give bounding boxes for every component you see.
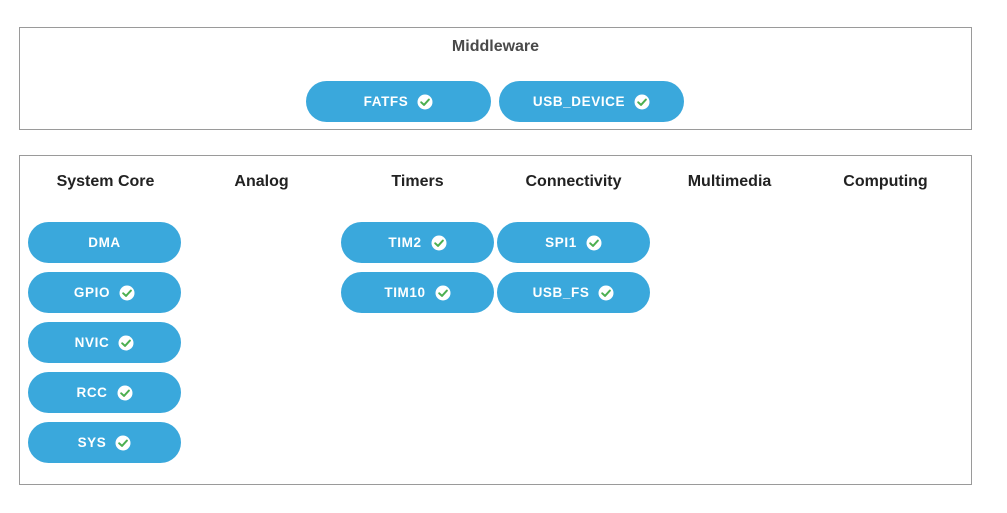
column-header-connectivity[interactable]: Connectivity <box>525 173 622 190</box>
system-core-nvic-button[interactable]: NVIC <box>28 322 181 363</box>
system-core-rcc-button[interactable]: RCC <box>28 372 181 413</box>
pill-label: NVIC <box>74 335 110 350</box>
pill-label: DMA <box>88 235 121 250</box>
check-circle-icon <box>117 385 133 401</box>
middleware-fatfs-button[interactable]: FATFS <box>306 81 491 122</box>
timers-tim2-button[interactable]: TIM2 <box>341 222 494 263</box>
column-header-multimedia[interactable]: Multimedia <box>687 173 772 190</box>
check-circle-icon <box>435 285 451 301</box>
check-circle-icon <box>118 335 134 351</box>
pill-label: SPI1 <box>545 235 577 250</box>
check-circle-icon <box>586 235 602 251</box>
pill-label: TIM10 <box>384 285 426 300</box>
system-core-dma-button[interactable]: DMA <box>28 222 181 263</box>
system-core-sys-button[interactable]: SYS <box>28 422 181 463</box>
connectivity-spi1-button[interactable]: SPI1 <box>497 222 650 263</box>
pill-label: USB_DEVICE <box>532 94 626 109</box>
categories-panel: System Core Analog Timers Connectivity M… <box>19 155 972 485</box>
pill-label: USB_FS <box>532 285 590 300</box>
pill-label: SYS <box>77 435 107 450</box>
pill-label: FATFS <box>363 94 409 109</box>
pill-label: TIM2 <box>388 235 422 250</box>
column-header-computing[interactable]: Computing <box>843 173 928 190</box>
column-header-timers[interactable]: Timers <box>391 173 444 190</box>
system-core-gpio-button[interactable]: GPIO <box>28 272 181 313</box>
timers-tim10-button[interactable]: TIM10 <box>341 272 494 313</box>
pill-label: GPIO <box>73 285 111 300</box>
check-circle-icon <box>417 94 433 110</box>
check-circle-icon <box>119 285 135 301</box>
check-circle-icon <box>598 285 614 301</box>
middleware-usb-device-button[interactable]: USB_DEVICE <box>499 81 684 122</box>
middleware-title: Middleware <box>451 38 540 55</box>
check-circle-icon <box>431 235 447 251</box>
middleware-panel: Middleware FATFS USB_DEVICE <box>19 27 972 130</box>
connectivity-usb-fs-button[interactable]: USB_FS <box>497 272 650 313</box>
check-circle-icon <box>115 435 131 451</box>
column-header-analog[interactable]: Analog <box>234 173 289 190</box>
check-circle-icon <box>634 94 650 110</box>
pill-label: RCC <box>76 385 108 400</box>
column-header-system-core[interactable]: System Core <box>56 173 155 190</box>
